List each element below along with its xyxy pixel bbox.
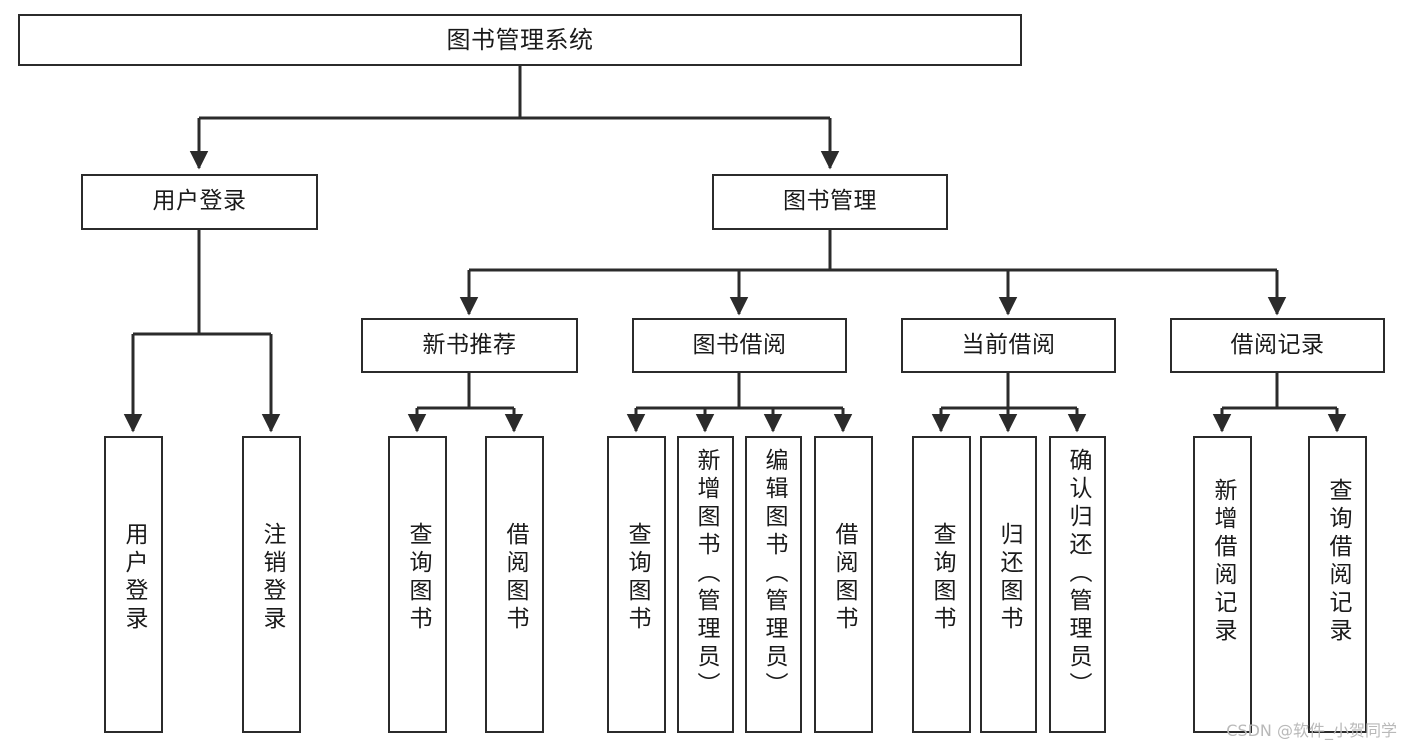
- node-label: 借阅图书: [831, 522, 857, 634]
- csdn-watermark: CSDN @软件_小贺同学: [1226, 721, 1397, 740]
- leaf-query-borrow-record[interactable]: 查询借阅记录: [1308, 436, 1367, 733]
- leaf-edit-book-admin[interactable]: 编辑图书（管理员）: [745, 436, 802, 733]
- node-label: 图书管理系统: [446, 25, 594, 54]
- node-new-book-recommend[interactable]: 新书推荐: [361, 318, 578, 373]
- node-label: 借阅记录: [1230, 331, 1325, 358]
- node-label: 用户登录: [152, 188, 247, 215]
- leaf-user-login[interactable]: 用户登录: [104, 436, 163, 733]
- node-label: 借阅图书: [502, 522, 528, 634]
- node-label: 新增借阅记录: [1210, 478, 1236, 646]
- leaf-return-book[interactable]: 归还图书: [980, 436, 1037, 733]
- node-label: 编辑图书（管理员）: [761, 448, 787, 700]
- node-label: 图书借阅: [692, 331, 787, 358]
- node-borrow-record[interactable]: 借阅记录: [1170, 318, 1385, 373]
- node-label: 用户登录: [121, 522, 147, 634]
- node-root-system[interactable]: 图书管理系统: [18, 14, 1022, 66]
- node-current-borrow[interactable]: 当前借阅: [901, 318, 1116, 373]
- leaf-query-book-borrow[interactable]: 查询图书: [607, 436, 666, 733]
- node-label: 图书管理: [783, 188, 877, 215]
- leaf-add-book-admin[interactable]: 新增图书（管理员）: [677, 436, 734, 733]
- leaf-borrow-book-borrow[interactable]: 借阅图书: [814, 436, 873, 733]
- leaf-confirm-return-admin[interactable]: 确认归还（管理员）: [1049, 436, 1106, 733]
- node-label: 新书推荐: [422, 331, 517, 358]
- node-label: 查询图书: [624, 522, 650, 634]
- node-label: 查询图书: [405, 522, 431, 634]
- leaf-add-borrow-record[interactable]: 新增借阅记录: [1193, 436, 1252, 733]
- node-label: 确认归还（管理员）: [1065, 448, 1091, 700]
- node-label: 新增图书（管理员）: [693, 448, 719, 700]
- node-label: 当前借阅: [961, 331, 1056, 358]
- node-label: 注销登录: [259, 522, 285, 634]
- node-book-borrow[interactable]: 图书借阅: [632, 318, 847, 373]
- node-label: 查询借阅记录: [1325, 478, 1351, 646]
- leaf-borrow-book-new-recommend[interactable]: 借阅图书: [485, 436, 544, 733]
- node-user-login[interactable]: 用户登录: [81, 174, 318, 230]
- node-book-manage[interactable]: 图书管理: [712, 174, 948, 230]
- leaf-query-book-new-recommend[interactable]: 查询图书: [388, 436, 447, 733]
- leaf-query-book-current[interactable]: 查询图书: [912, 436, 971, 733]
- node-label: 归还图书: [996, 522, 1022, 634]
- leaf-logout-login[interactable]: 注销登录: [242, 436, 301, 733]
- node-label: 查询图书: [929, 522, 955, 634]
